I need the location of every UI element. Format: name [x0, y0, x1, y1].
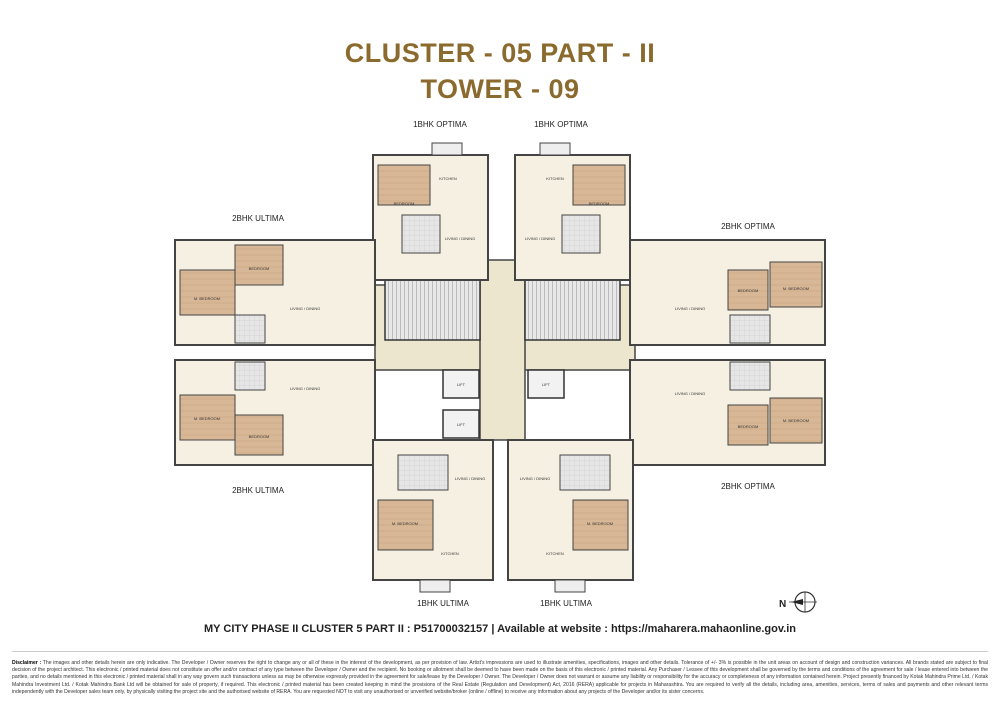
unit-left-upper: M. BEDROOM BEDROOM LIVING / DINING: [174, 239, 376, 346]
lift-label-1: LIFT: [457, 382, 466, 387]
unit-label-bottom-right: 1BHK ULTIMA: [540, 599, 593, 608]
svg-text:BEDROOM: BEDROOM: [249, 266, 270, 271]
disclaimer-heading: Disclaimer :: [12, 660, 42, 666]
svg-text:LIVING / DINING: LIVING / DINING: [290, 306, 320, 311]
svg-text:BEDROOM: BEDROOM: [394, 201, 415, 206]
svg-text:KITCHEN: KITCHEN: [546, 176, 564, 181]
unit-bottom-right: M. BEDROOM LIVING / DINING KITCHEN: [507, 439, 634, 593]
lift-group: LIFT LIFT LIFT: [442, 369, 565, 439]
svg-text:KITCHEN: KITCHEN: [439, 176, 457, 181]
unit-left-lower: M. BEDROOM BEDROOM LIVING / DINING: [174, 359, 376, 466]
svg-text:BEDROOM: BEDROOM: [738, 424, 759, 429]
svg-text:BEDROOM: BEDROOM: [249, 434, 270, 439]
unit-top-right: BEDROOM LIVING / DINING KITCHEN: [514, 142, 631, 281]
unit-label-left-lower: 2BHK ULTIMA: [232, 486, 285, 495]
north-compass-icon: N: [773, 588, 821, 623]
svg-text:KITCHEN: KITCHEN: [441, 551, 459, 556]
lift-1: [442, 369, 480, 399]
unit-right-upper: M. BEDROOM BEDROOM LIVING / DINING: [629, 239, 826, 346]
disclaimer: Disclaimer : The images and other detail…: [12, 660, 988, 696]
unit-label-right-lower: 2BHK OPTIMA: [721, 482, 775, 491]
svg-text:KITCHEN: KITCHEN: [546, 551, 564, 556]
svg-text:LIVING / DINING: LIVING / DINING: [675, 306, 705, 311]
rera-registration: MY CITY PHASE II CLUSTER 5 PART II : P51…: [204, 623, 796, 635]
floor-plan: LIFT LIFT LIFT BEDROOM LIVING / DINING K…: [174, 120, 826, 608]
svg-text:M. BEDROOM: M. BEDROOM: [392, 521, 418, 526]
svg-text:BEDROOM: BEDROOM: [738, 288, 759, 293]
staircase-right: [524, 279, 621, 341]
title-line-1: CLUSTER - 05 PART - II: [344, 38, 656, 68]
svg-text:BEDROOM: BEDROOM: [589, 201, 610, 206]
svg-text:LIVING / DINING: LIVING / DINING: [445, 236, 475, 241]
svg-text:M. BEDROOM: M. BEDROOM: [194, 416, 220, 421]
svg-text:LIVING / DINING: LIVING / DINING: [455, 476, 485, 481]
unit-right-lower: M. BEDROOM BEDROOM LIVING / DINING: [629, 359, 826, 466]
staircase-left: [384, 279, 481, 341]
svg-text:LIVING / DINING: LIVING / DINING: [675, 391, 705, 396]
unit-label-bottom-left: 1BHK ULTIMA: [417, 599, 470, 608]
unit-label-top-left: 1BHK OPTIMA: [413, 120, 467, 129]
unit-label-left-upper: 2BHK ULTIMA: [232, 214, 285, 223]
unit-bottom-left: M. BEDROOM LIVING / DINING KITCHEN: [372, 439, 494, 593]
disclaimer-text: The images and other details herein are …: [12, 660, 988, 695]
svg-text:LIVING / DINING: LIVING / DINING: [520, 476, 550, 481]
svg-text:M. BEDROOM: M. BEDROOM: [783, 418, 809, 423]
svg-text:LIVING / DINING: LIVING / DINING: [290, 386, 320, 391]
svg-text:M. BEDROOM: M. BEDROOM: [587, 521, 613, 526]
svg-text:LIVING / DINING: LIVING / DINING: [525, 236, 555, 241]
unit-top-left: BEDROOM LIVING / DINING KITCHEN: [372, 142, 489, 281]
lift-2: [442, 409, 480, 439]
north-label: N: [779, 599, 786, 610]
svg-text:M. BEDROOM: M. BEDROOM: [783, 286, 809, 291]
lift-3: [527, 369, 565, 399]
title-line-2: TOWER - 09: [420, 74, 580, 104]
lift-label-3: LIFT: [542, 382, 551, 387]
divider: [12, 651, 988, 652]
svg-text:M. BEDROOM: M. BEDROOM: [194, 296, 220, 301]
unit-label-top-right: 1BHK OPTIMA: [534, 120, 588, 129]
corridor-vertical: [479, 259, 526, 441]
unit-label-right-upper: 2BHK OPTIMA: [721, 222, 775, 231]
lift-label-2: LIFT: [457, 422, 466, 427]
